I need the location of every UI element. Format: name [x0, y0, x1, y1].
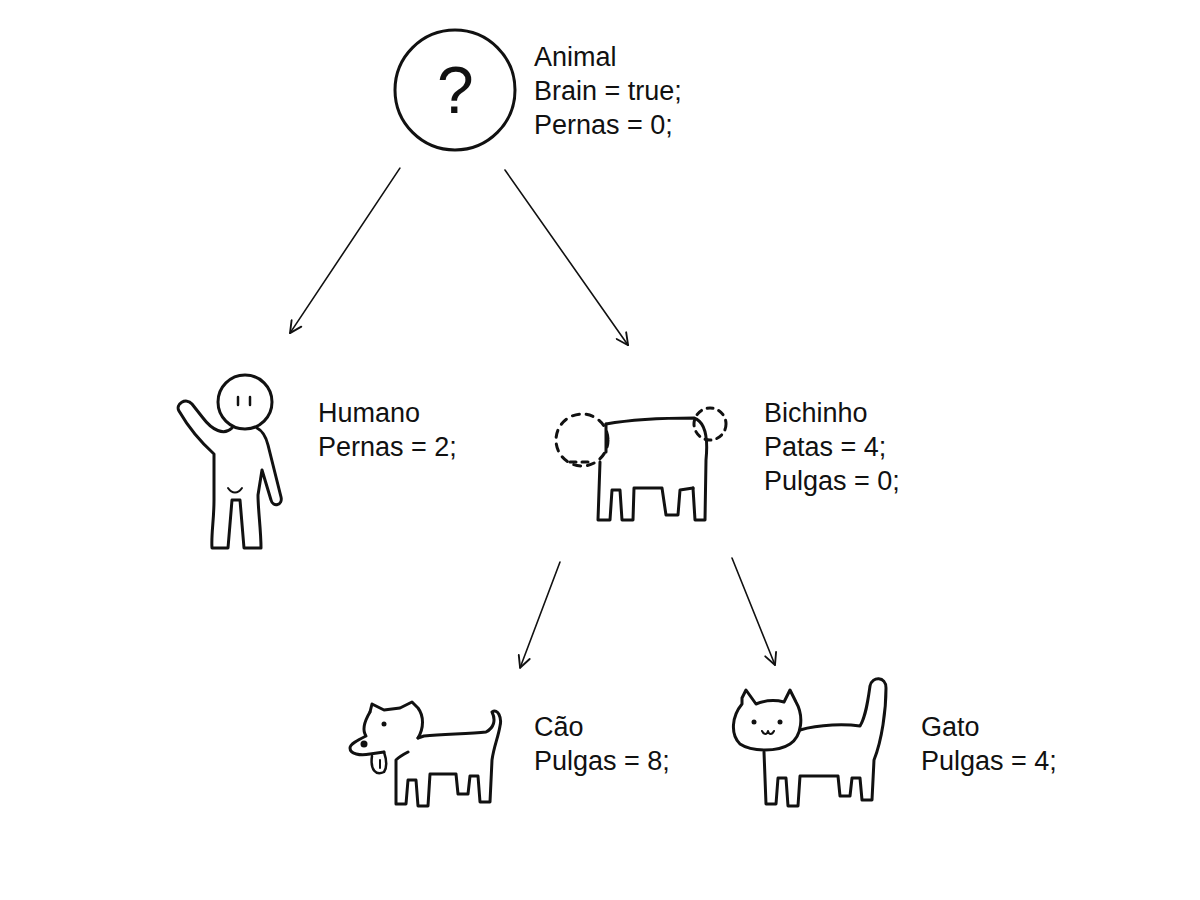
inheritance-arrow — [505, 170, 628, 345]
node-heading: Bichinho — [764, 396, 868, 430]
node-attribute: Patas = 4; — [764, 430, 886, 464]
node-heading: Humano — [318, 396, 420, 430]
node-attribute: Pulgas = 0; — [764, 464, 900, 498]
dog-node: CãoPulgas = 8; — [345, 698, 503, 810]
node-heading: Animal — [534, 40, 617, 74]
cat-figure — [733, 679, 886, 806]
node-heading: Cão — [534, 710, 584, 744]
inheritance-arrow — [290, 168, 400, 333]
node-attribute: Pernas = 0; — [534, 108, 673, 142]
pet-node: BichinhoPatas = 4;Pulgas = 0; — [553, 405, 728, 527]
human-figure — [178, 375, 281, 548]
node-heading: Gato — [921, 710, 980, 744]
human-node: HumanoPernas = 2; — [172, 375, 292, 552]
inheritance-arrow — [732, 558, 775, 665]
cat-node: GatoPulgas = 4; — [728, 678, 893, 808]
question-mark: ? — [437, 55, 474, 125]
dog-figure — [350, 702, 501, 806]
inheritance-arrow — [520, 562, 560, 668]
node-attribute: Pulgas = 8; — [534, 744, 670, 778]
generic-pet-figure — [556, 408, 726, 520]
node-attribute: Pernas = 2; — [318, 430, 457, 464]
node-attribute: Pulgas = 4; — [921, 744, 1057, 778]
animal-node: ?AnimalBrain = true;Pernas = 0; — [393, 28, 517, 152]
node-attribute: Brain = true; — [534, 74, 682, 108]
